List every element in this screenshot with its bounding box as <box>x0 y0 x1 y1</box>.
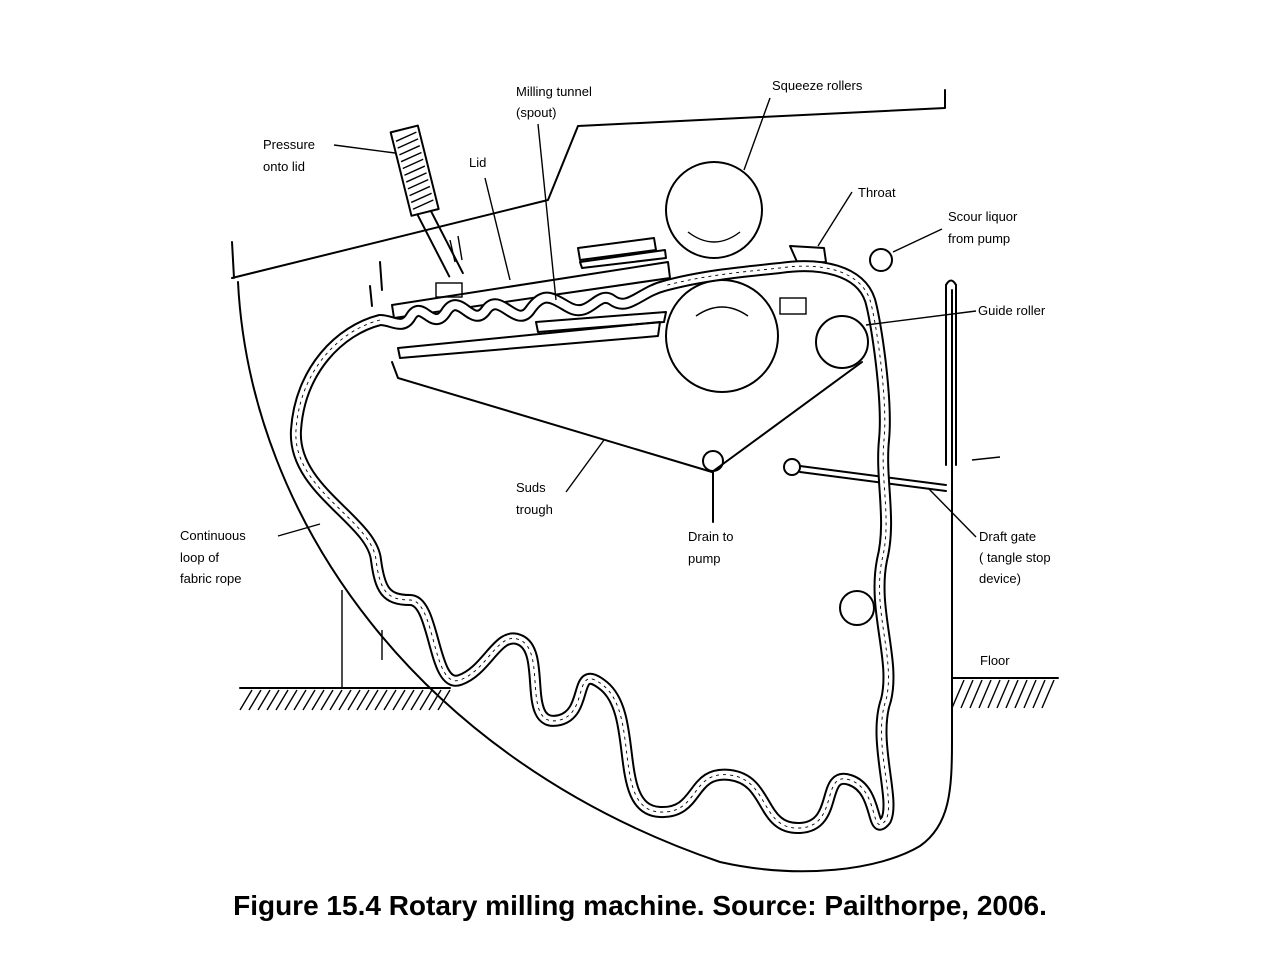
arrow-mark <box>379 261 383 291</box>
floor-hatch-line <box>1014 679 1028 709</box>
floor-hatch-line <box>419 689 433 711</box>
floor-hatch-line <box>978 679 992 709</box>
floor-hatch-line <box>338 689 352 711</box>
label-scour-liquor: Scour liquor from pump <box>948 209 1021 246</box>
floor-hatch-line <box>969 679 983 709</box>
floor-hatch-line <box>960 679 974 709</box>
floor-hatch-line <box>410 689 424 711</box>
pressure-spring <box>389 124 464 278</box>
floor-hatch-line <box>347 689 361 711</box>
label-continuous-loop: Continuous loop of fabric rope <box>180 528 249 586</box>
squeeze-roller-top <box>665 161 763 259</box>
floor-hatch-line <box>1032 679 1046 709</box>
floor-hatch-line <box>239 689 253 711</box>
spring-coil <box>399 145 421 156</box>
label-suds-trough: Suds trough <box>516 480 553 517</box>
lid-plate <box>391 261 671 319</box>
floor-hatch-line <box>951 679 965 709</box>
floor-left <box>239 687 451 711</box>
guide-roller <box>815 315 869 369</box>
spring-coil <box>405 172 427 183</box>
spout-plate <box>577 237 657 261</box>
floor-hatch-line <box>257 689 271 711</box>
label-squeeze-rollers: Squeeze rollers <box>772 78 863 93</box>
label-pressure-onto-lid: Pressure onto lid <box>263 137 319 174</box>
spring-coil <box>410 192 432 204</box>
floor-hatch-line <box>1041 679 1055 709</box>
label-draft-gate: Draft gate ( tangle stop device) <box>979 529 1054 586</box>
floor-hatch-line <box>392 689 406 711</box>
floor-hatch-line <box>383 689 397 711</box>
floor-hatch-line <box>996 679 1010 709</box>
arrow-mark <box>369 285 373 307</box>
tunnel-inner-plate <box>535 311 667 333</box>
floor-hatch-line <box>320 689 334 711</box>
throat-lower-block <box>779 297 807 315</box>
casing-side-tick <box>231 241 235 279</box>
floor-hatch-line <box>428 689 442 711</box>
floor-hatch-line <box>248 689 262 711</box>
label-milling-tunnel: Milling tunnel (spout) <box>516 84 596 120</box>
floor-hatch-line <box>275 689 289 711</box>
scour-liquor-inlet <box>869 248 893 272</box>
label-floor: Floor <box>980 653 1010 668</box>
floor-hatch-line <box>329 689 343 711</box>
floor-hatch-line <box>311 689 325 711</box>
spring-coil <box>404 165 426 176</box>
figure-caption: Figure 15.4 Rotary milling machine. Sour… <box>233 890 1047 921</box>
floor-hatch-line <box>302 689 316 711</box>
spring-coil <box>397 138 419 149</box>
tunnel-base-plate <box>397 321 661 359</box>
spring-coil <box>412 199 434 210</box>
spring-coil <box>407 179 429 190</box>
fabric-rope <box>289 260 895 834</box>
spring-coil <box>402 158 424 170</box>
label-throat: Throat <box>858 185 896 200</box>
spring-coil <box>409 185 431 197</box>
floor-hatch-line <box>987 679 1001 709</box>
floor-hatch-line <box>365 689 379 711</box>
floor-right <box>951 677 1059 709</box>
suds-trough <box>391 361 863 473</box>
floor-hatch-line <box>293 689 307 711</box>
floor-hatch-line <box>1023 679 1037 709</box>
floor-hatch-line <box>374 689 388 711</box>
label-guide-roller: Guide roller <box>978 303 1046 318</box>
casing-top <box>231 89 946 279</box>
spout-plate-2 <box>579 249 667 269</box>
floor-hatch-line <box>356 689 370 711</box>
machine-casing <box>237 281 953 873</box>
spring-coil <box>395 131 417 142</box>
label-lid: Lid <box>469 155 486 170</box>
floor-hatch-line <box>266 689 280 711</box>
spring-coil <box>400 151 422 163</box>
floor-hatch-line <box>284 689 298 711</box>
machine-stand <box>341 590 383 688</box>
squeeze-roller-bottom <box>665 279 779 393</box>
label-drain-to-pump: Drain to pump <box>688 529 737 566</box>
drain-port <box>702 450 724 472</box>
lower-guide-roller <box>839 590 875 626</box>
leader-lines <box>277 97 977 538</box>
draft-gate <box>783 458 947 492</box>
floor-hatch-line <box>401 689 415 711</box>
floor-hatch-line <box>1005 679 1019 709</box>
